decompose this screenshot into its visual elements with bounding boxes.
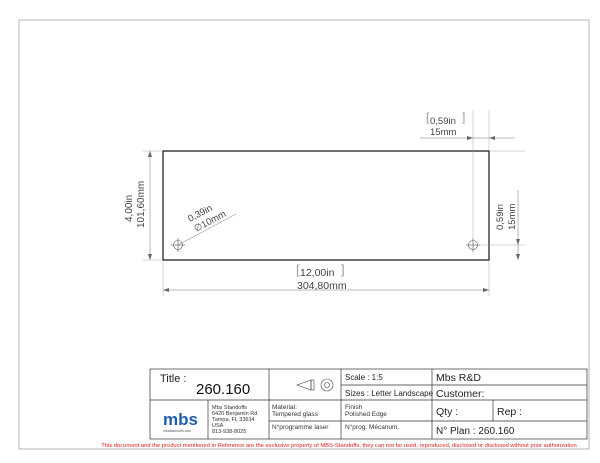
sizes: Sizes : Letter Landscape [345, 389, 434, 398]
hole-callout: 0,39in ∅10mm [177, 203, 237, 246]
top-offset-dimension: 0,59in [ ] 15mm [420, 110, 515, 238]
title-value: 260.160 [196, 381, 250, 398]
address-line-2: 6420 Benjamin Rd [212, 411, 257, 417]
width-mm: 304,80mm [297, 280, 347, 292]
finish-label: Finish [345, 404, 363, 411]
width-dimension: 12,00in [ ] 304,80mm [162, 260, 490, 296]
address-line-1: Mbs Standoffs [212, 405, 247, 411]
right-offset-inches: 0,59in [495, 204, 506, 230]
address-line-5: 813-938-8025 [212, 429, 246, 435]
width-inches: 12,00in [300, 267, 335, 279]
top-offset-mm: 15mm [430, 127, 456, 138]
bracket-right: ] [462, 110, 465, 124]
title-block: Title : 260.160 Scale : 1:5 Sizes : Lett… [149, 368, 588, 440]
bracket-left: [ [426, 110, 430, 124]
customer: Customer: [436, 388, 484, 400]
company-logo: mbs mbsstandoffs.com [163, 410, 198, 433]
logo-mark: mbs [163, 410, 198, 429]
sheet-frame [18, 19, 590, 450]
address-line-3: Tampa, FL 33634 [212, 417, 255, 423]
countersink-icon [296, 378, 334, 392]
bracket-left: [ [296, 262, 300, 277]
top-offset-inches: 0,59in [430, 116, 456, 127]
laser-program: N°programme laser [272, 423, 329, 431]
scale: Scale : 1:5 [345, 373, 383, 382]
disclaimer: This document and the product mentioned … [101, 443, 577, 449]
rep: Rep : [497, 406, 522, 418]
height-inches: 4,00in [124, 195, 135, 222]
address-line-4: USA [212, 423, 224, 429]
hole-right [466, 238, 480, 252]
logo-sub: mbsstandoffs.com [163, 429, 191, 433]
right-offset-mm: 15mm [507, 204, 518, 230]
height-dimension: 4,00in 101,60mm [124, 150, 163, 261]
mecanum-program: N°prog. Mécanum. [345, 423, 399, 431]
qty: Qty : [436, 406, 458, 418]
company: Mbs R&D [436, 372, 481, 384]
plan-number: N° Plan : 260.160 [436, 426, 515, 437]
material-value: Tempered glass [272, 411, 319, 418]
material-label: Material: [272, 404, 297, 411]
title-label: Title : [160, 373, 187, 385]
finish-value: Polished Edge [345, 411, 387, 418]
height-mm: 101,60mm [136, 181, 147, 228]
bracket-right: ] [341, 262, 345, 277]
right-offset-dimension: 0,59in 15mm [480, 150, 525, 260]
glass-panel-outline [162, 150, 490, 261]
